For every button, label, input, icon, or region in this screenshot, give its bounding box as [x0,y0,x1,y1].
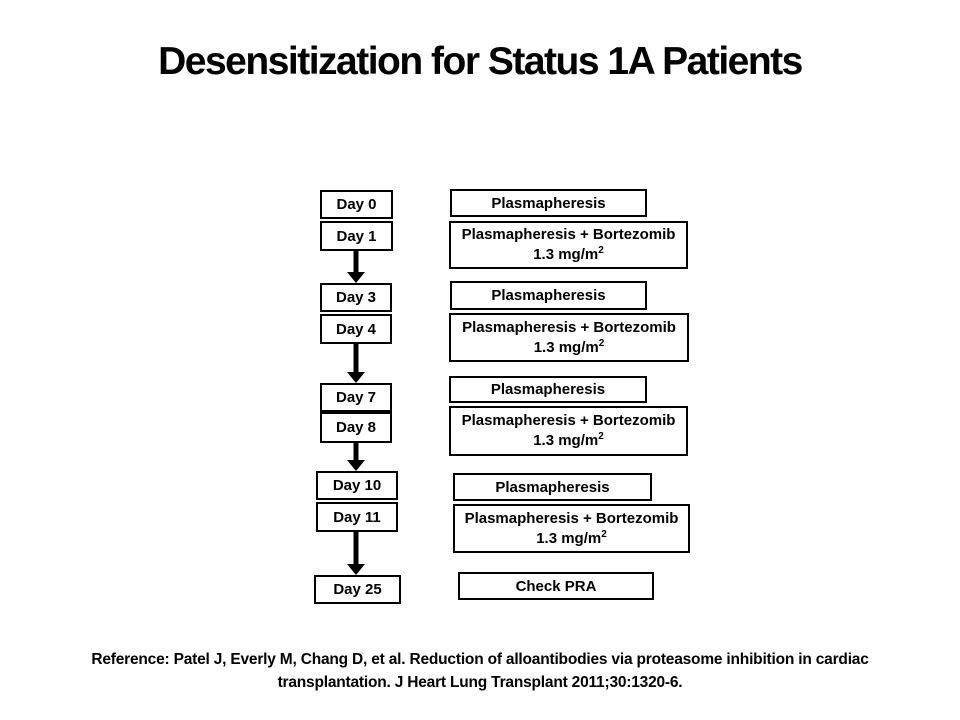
dose-base: 1.3 mg/m [533,246,599,263]
day-box-day4: Day 4 [320,314,392,344]
treatment-box-bortezomib-2: Plasmapheresis + Bortezomib 1.3 mg/m2 [449,313,689,362]
treatment-box-plasmapheresis-1: Plasmapheresis [450,189,647,217]
day-box-day1: Day 1 [320,221,393,251]
treatment-box-plasmapheresis-2: Plasmapheresis [450,281,647,310]
day-box-day3: Day 3 [320,283,392,312]
treatment-line1: Plasmapheresis + Bortezomib [461,412,676,429]
treatment-box-bortezomib-1: Plasmapheresis + Bortezomib 1.3 mg/m2 [449,221,688,269]
flow-arrow-4 [347,532,365,575]
treatment-box-plasmapheresis-4: Plasmapheresis [453,473,652,501]
treatment-box-bortezomib-3: Plasmapheresis + Bortezomib 1.3 mg/m2 [449,406,688,456]
check-pra-box: Check PRA [458,572,654,600]
treatment-line1: Plasmapheresis + Bortezomib [461,226,676,243]
treatment-box-plasmapheresis-3: Plasmapheresis [449,376,647,403]
day-box-day8: Day 8 [320,412,392,443]
treatment-box-bortezomib-4: Plasmapheresis + Bortezomib 1.3 mg/m2 [453,504,690,553]
day-box-day10: Day 10 [316,471,398,500]
dose-base: 1.3 mg/m [533,338,599,356]
arrow-down-icon [347,443,365,471]
dose-base: 1.3 mg/m [536,529,602,547]
flow-arrow-1 [347,250,365,283]
dose-superscript: 2 [598,245,604,256]
flow-arrow-3 [347,443,365,471]
arrow-down-icon [347,250,365,283]
treatment-line1: Plasmapheresis + Bortezomib [464,509,679,527]
day-box-day0: Day 0 [320,190,393,219]
arrow-down-icon [347,344,365,383]
slide-title: Desensitization for Status 1A Patients [158,40,803,83]
dose-base: 1.3 mg/m [533,432,599,449]
day-box-day11: Day 11 [316,502,398,532]
treatment-line1: Plasmapheresis + Bortezomib [462,318,676,336]
flow-arrow-2 [347,344,365,383]
treatment-dose: 1.3 mg/m2 [536,529,607,549]
day-box-day7: Day 7 [320,383,392,412]
dose-superscript: 2 [598,337,605,349]
arrow-down-icon [347,532,365,575]
treatment-dose: 1.3 mg/m2 [533,431,604,451]
reference-text: Reference: Patel J, Everly M, Chang D, e… [91,651,869,692]
day-box-day25: Day 25 [314,575,401,604]
dose-superscript: 2 [598,431,604,442]
treatment-dose: 1.3 mg/m2 [534,338,605,358]
treatment-dose: 1.3 mg/m2 [533,245,604,265]
dose-superscript: 2 [601,528,607,540]
